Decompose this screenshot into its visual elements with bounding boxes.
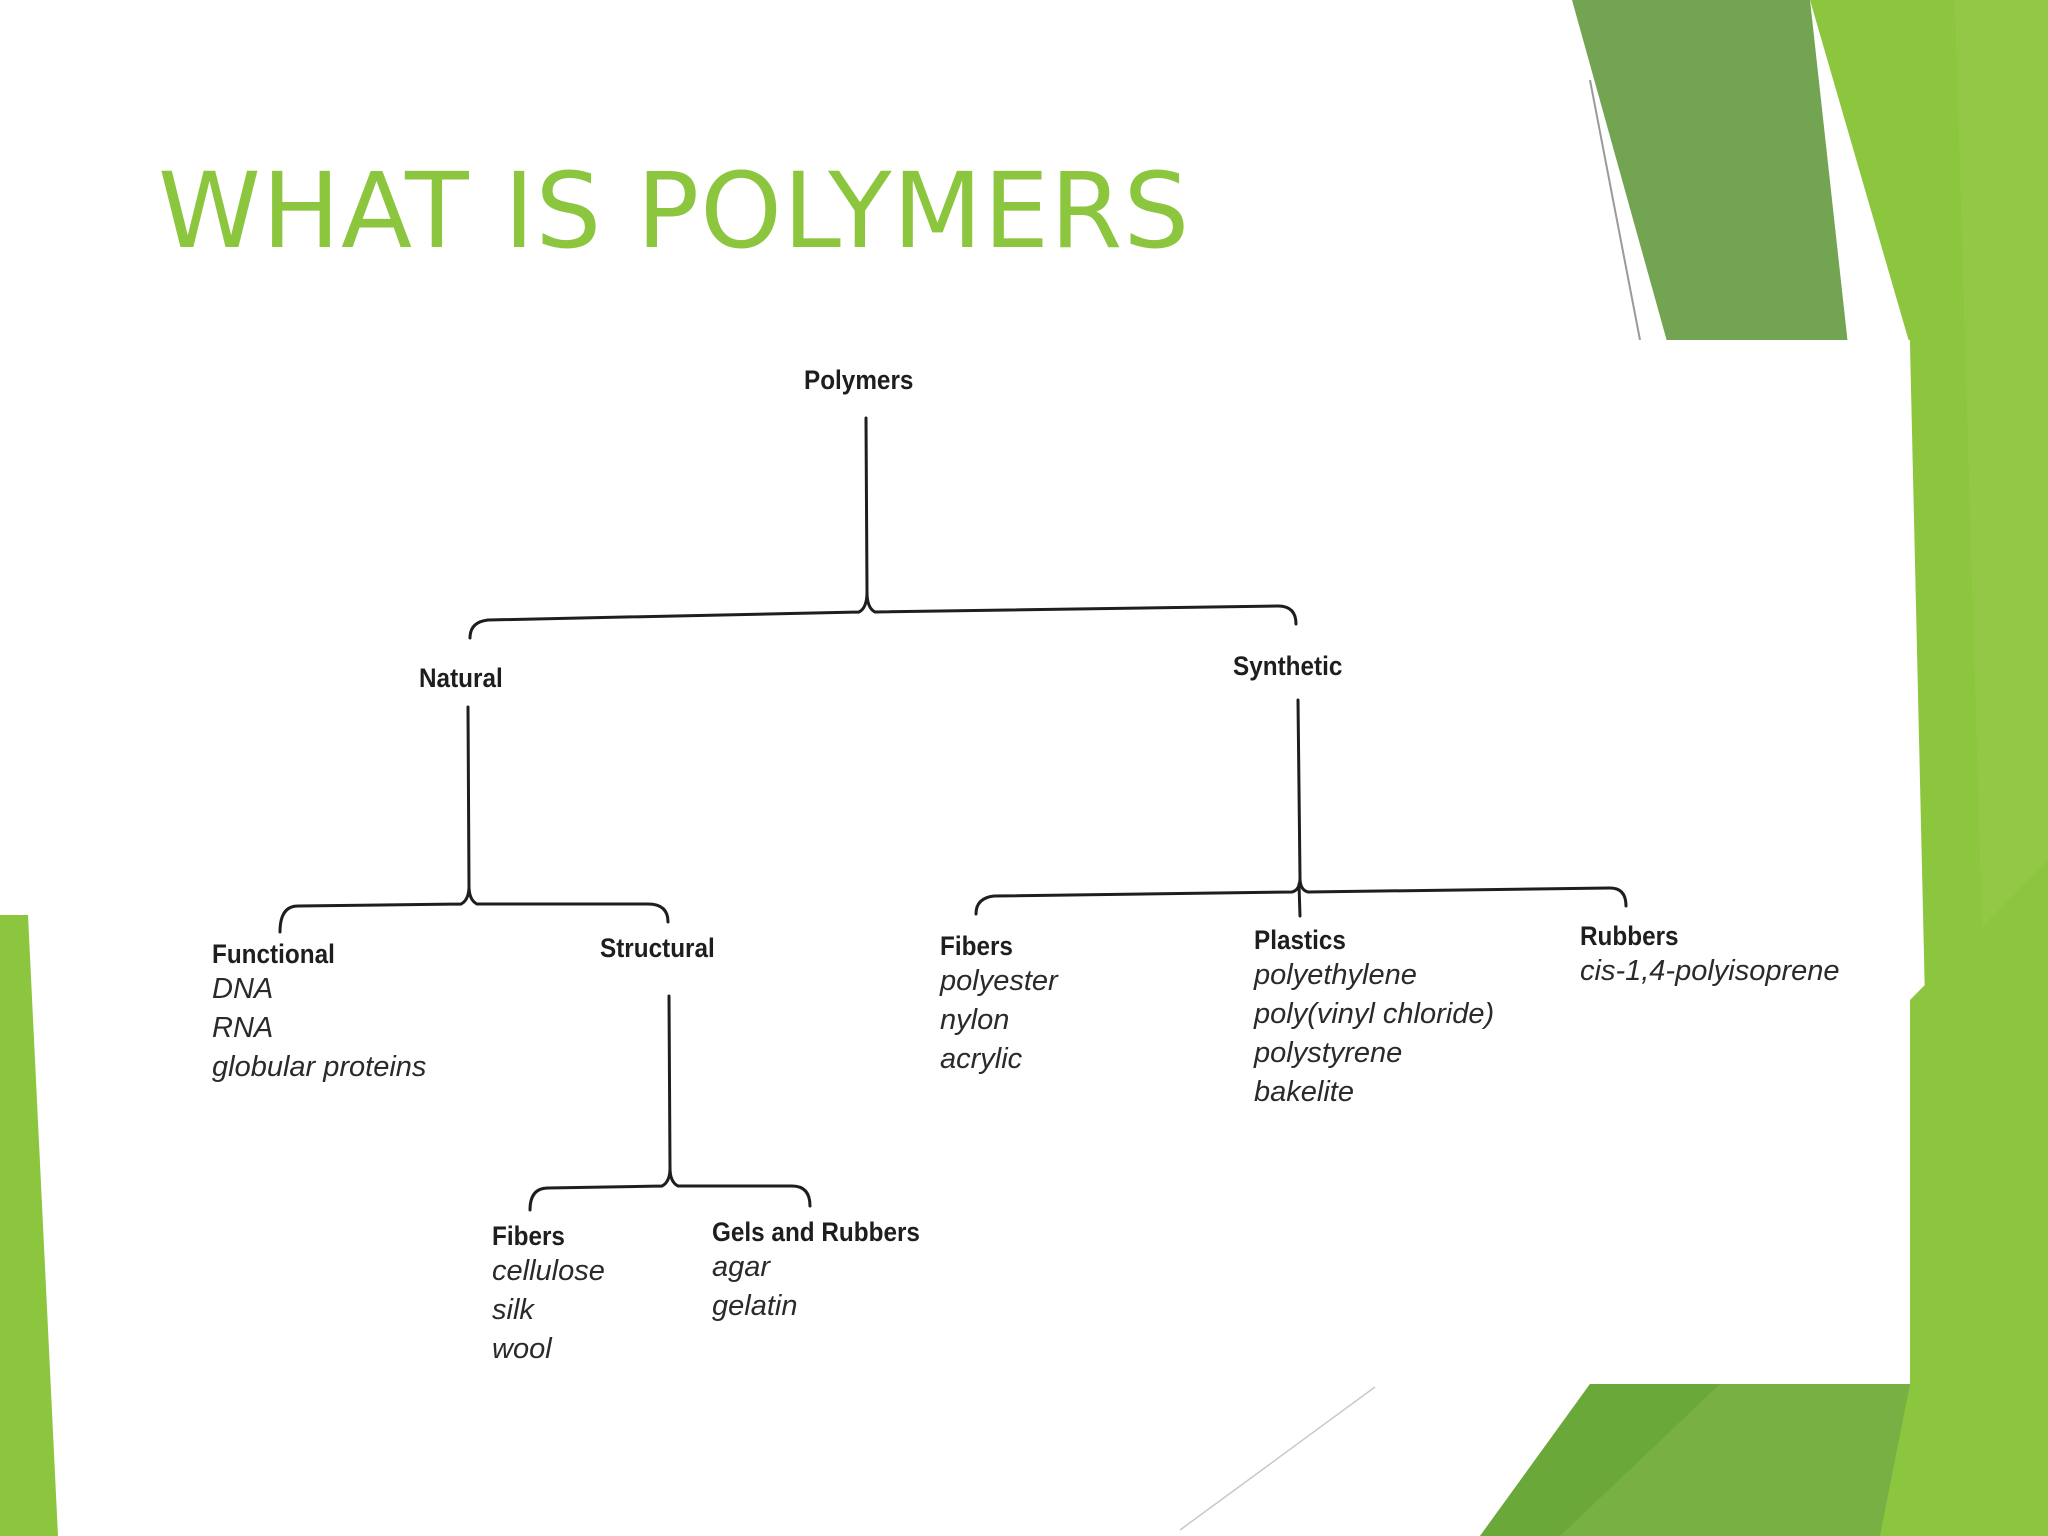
node-gels-and-rubbers-title: Gels and Rubbers <box>712 1217 920 1247</box>
node-rubbers-item: cis-1,4-polyisoprene <box>1580 955 1840 988</box>
node-functional: Functional DNA RNA globular proteins <box>212 938 426 1087</box>
node-synthetic: Synthetic <box>1233 650 1355 682</box>
node-rubbers: Rubbers cis-1,4-polyisoprene <box>1580 920 1840 991</box>
node-structural: Structural <box>600 932 728 964</box>
node-synthetic-fibers-item: polyester <box>940 965 1058 998</box>
connector-natural <box>278 705 670 934</box>
node-natural: Natural <box>419 662 512 694</box>
node-synthetic-fibers-item: acrylic <box>940 1043 1023 1076</box>
slide-title: WHAT IS POLYMERS <box>158 150 1191 272</box>
node-structural-title: Structural <box>600 933 715 963</box>
node-structural-fibers-item: cellulose <box>492 1255 605 1288</box>
node-synthetic-fibers-title: Fibers <box>940 931 1013 961</box>
node-plastics: Plastics polyethylene poly(vinyl chlorid… <box>1254 924 1494 1112</box>
connector-root <box>468 416 1298 640</box>
node-natural-title: Natural <box>419 663 503 693</box>
node-plastics-item: bakelite <box>1254 1076 1354 1109</box>
node-gels-and-rubbers: Gels and Rubbers agar gelatin <box>712 1216 943 1326</box>
node-polymers-title: Polymers <box>804 365 914 395</box>
node-plastics-item: poly(vinyl chloride) <box>1254 998 1495 1031</box>
node-functional-item: DNA <box>212 973 274 1006</box>
node-synthetic-fibers: Fibers polyester nylon acrylic <box>940 930 1058 1079</box>
node-polymers: Polymers <box>804 364 926 396</box>
node-functional-item: globular proteins <box>212 1051 427 1084</box>
connector-structural <box>528 994 812 1212</box>
node-rubbers-title: Rubbers <box>1580 921 1679 951</box>
node-structural-fibers-item: silk <box>492 1294 534 1327</box>
node-plastics-title: Plastics <box>1254 925 1346 955</box>
node-structural-fibers: Fibers cellulose silk wool <box>492 1220 605 1369</box>
node-functional-item: RNA <box>212 1012 274 1045</box>
node-plastics-item: polystyrene <box>1254 1037 1403 1070</box>
node-functional-title: Functional <box>212 939 335 969</box>
node-synthetic-fibers-item: nylon <box>940 1004 1010 1037</box>
node-gels-and-rubbers-item: gelatin <box>712 1290 798 1323</box>
node-synthetic-title: Synthetic <box>1233 651 1343 681</box>
diagram-image-panel <box>168 340 1910 1384</box>
node-gels-and-rubbers-item: agar <box>712 1251 771 1284</box>
node-structural-fibers-item: wool <box>492 1333 552 1366</box>
connector-synthetic <box>974 698 1628 918</box>
node-structural-fibers-title: Fibers <box>492 1221 565 1251</box>
node-plastics-item: polyethylene <box>1254 959 1417 992</box>
